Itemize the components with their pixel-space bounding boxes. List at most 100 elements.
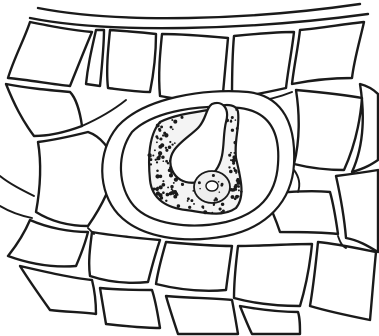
stipple-dot	[173, 195, 177, 199]
stipple-dot	[171, 119, 173, 121]
stipple-dot	[154, 149, 156, 151]
stipple-dot	[233, 152, 235, 154]
stipple-dot	[166, 193, 170, 197]
stipple-dot	[232, 162, 235, 165]
stipple-dot	[156, 137, 158, 139]
stipple-dot	[172, 128, 174, 130]
stipple-dot	[230, 159, 232, 161]
nucleus-stipple-dot	[198, 181, 201, 184]
stipple-dot	[155, 159, 157, 161]
nucleus-stipple-dot	[218, 181, 220, 183]
cell-lower-5	[20, 266, 96, 314]
cell-right-1	[294, 90, 362, 170]
stipple-dot	[227, 211, 229, 213]
stipple-dot	[165, 200, 167, 202]
stipple-dot	[155, 187, 159, 191]
stipple-dot	[156, 124, 160, 128]
stipple-dot	[159, 122, 161, 124]
stipple-dot	[180, 116, 183, 119]
stipple-dot	[156, 141, 158, 143]
stipple-dot	[150, 163, 152, 165]
cell-left-3	[8, 220, 88, 267]
cell-lower-4	[310, 242, 376, 320]
stipple-dot	[155, 174, 159, 178]
stipple-dot	[173, 120, 177, 124]
nucleus-stipple-dot	[219, 191, 221, 193]
wall-segment	[294, 170, 299, 192]
stipple-dot	[237, 171, 240, 174]
stipple-dot	[228, 166, 230, 168]
nucleus-stipple-dot	[221, 183, 224, 186]
stipple-dot	[158, 129, 161, 132]
stipple-dot	[221, 211, 223, 213]
stipple-dot	[153, 188, 156, 191]
stipple-dot	[231, 195, 235, 199]
stipple-dot	[158, 151, 162, 155]
stipple-dot	[156, 191, 160, 195]
stipple-dot	[161, 155, 164, 158]
wall-segment	[0, 206, 32, 218]
cell-lower-3	[234, 244, 312, 306]
wall-segment	[82, 100, 126, 126]
stipple-dot	[156, 169, 159, 172]
epidermis-inner-wall	[30, 14, 368, 28]
stipple-dot	[169, 141, 171, 143]
cell-lower-1	[89, 232, 160, 283]
stipple-dot	[232, 155, 236, 159]
cell-lower-6	[100, 288, 160, 328]
stipple-dot	[211, 212, 213, 214]
stipple-dot	[229, 170, 233, 174]
stipple-dot	[236, 127, 239, 130]
stipple-dot	[160, 196, 163, 199]
stipple-dot	[170, 185, 173, 188]
stipple-dot	[222, 209, 225, 212]
stipple-dot	[169, 173, 173, 177]
stipple-dot	[233, 141, 236, 144]
stipple-dot	[235, 172, 237, 174]
stipple-dot	[156, 156, 160, 160]
stipple-dot	[213, 204, 215, 206]
stipple-dot	[238, 189, 240, 191]
stipple-dot	[231, 116, 234, 119]
stipple-dot	[160, 143, 164, 147]
cell-upper-6	[292, 22, 364, 84]
stipple-dot	[170, 126, 173, 129]
epidermis-outer-wall	[38, 4, 360, 18]
nucleus-stipple-dot	[212, 174, 215, 177]
stipple-dot	[163, 132, 166, 135]
stipple-dot	[159, 137, 162, 140]
stipple-dot	[187, 197, 190, 200]
cell-upper-1	[8, 22, 92, 86]
stipple-dot	[233, 167, 235, 169]
cell-lower-2	[156, 242, 232, 291]
stipple-dot	[177, 204, 180, 207]
stipple-dot	[187, 200, 189, 202]
stipple-dot	[165, 149, 168, 152]
nucleus-stipple-dot	[199, 188, 201, 190]
stipple-dot	[230, 152, 232, 154]
stipple-dot	[188, 206, 191, 209]
stipple-dot	[235, 109, 237, 111]
stipple-dot	[201, 205, 204, 208]
stipple-dot	[237, 181, 241, 185]
stipple-dot	[173, 182, 175, 184]
stipple-dot	[162, 180, 164, 182]
stipple-dot	[171, 143, 173, 145]
stipple-dot	[190, 209, 192, 211]
stipple-dot	[149, 158, 152, 161]
stipple-dot	[174, 142, 176, 144]
wall-segment	[0, 176, 34, 196]
stipple-dot	[167, 186, 169, 188]
cell-right-4	[336, 170, 378, 252]
stipple-dot	[219, 207, 222, 210]
stipple-dot	[165, 160, 168, 163]
stipple-dot	[160, 125, 163, 128]
stipple-dot	[162, 160, 164, 162]
stipple-dot	[230, 120, 233, 123]
stipple-dot	[240, 190, 243, 193]
cell-upper-3	[107, 30, 156, 92]
stipple-dot	[168, 145, 172, 149]
stipple-dot	[165, 147, 167, 149]
stipple-dot	[228, 154, 231, 157]
